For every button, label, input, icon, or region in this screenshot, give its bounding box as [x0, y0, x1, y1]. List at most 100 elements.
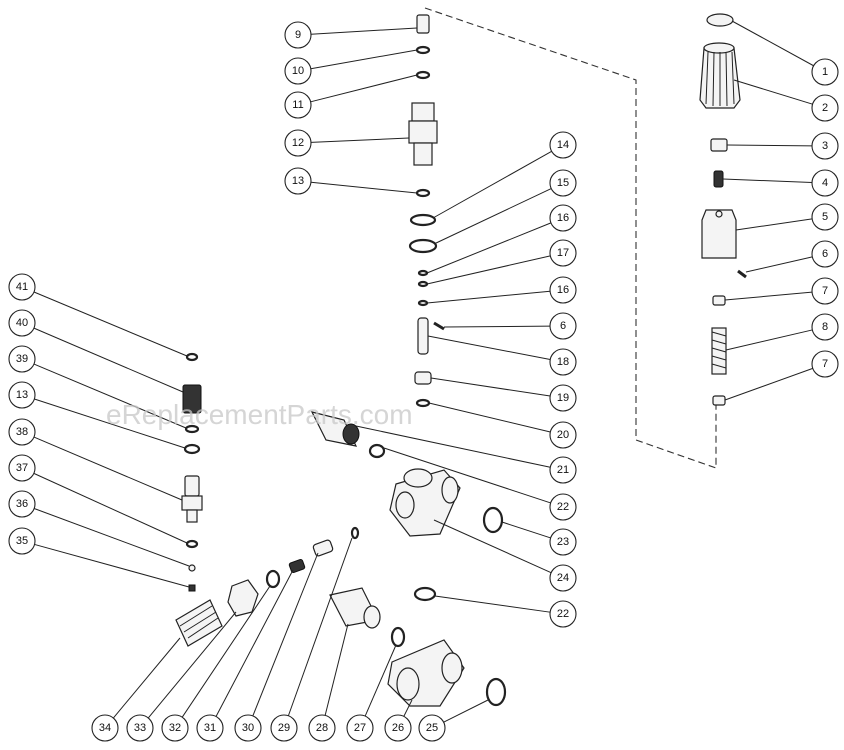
- callout-c13a[interactable]: 13: [284, 167, 312, 195]
- callout-c27[interactable]: 27: [346, 714, 374, 742]
- part-16-oring-top[interactable]: [417, 269, 429, 277]
- callout-c26[interactable]: 26: [384, 714, 412, 742]
- part-20-oring[interactable]: [415, 398, 431, 408]
- part-3-nut[interactable]: [710, 138, 728, 152]
- callout-c23[interactable]: 23: [549, 528, 577, 556]
- callout-c1[interactable]: 1: [811, 58, 839, 86]
- part-22-oring-lower[interactable]: [413, 586, 437, 602]
- part-38-nozzle[interactable]: [181, 475, 203, 523]
- part-28-fitting[interactable]: [329, 587, 381, 629]
- part-17-oring[interactable]: [417, 280, 429, 288]
- part-11-oring[interactable]: [415, 70, 431, 80]
- part-15-ring[interactable]: [408, 238, 438, 254]
- callout-c13b[interactable]: 13: [8, 381, 36, 409]
- callout-c16b[interactable]: 16: [549, 276, 577, 304]
- callout-c22a[interactable]: 22: [549, 493, 577, 521]
- leader-line-c17: [426, 255, 551, 285]
- callout-number: 3: [822, 140, 828, 152]
- callout-c14[interactable]: 14: [549, 131, 577, 159]
- part-35-plug[interactable]: [188, 584, 196, 592]
- part-19-nut[interactable]: [414, 371, 432, 385]
- part-24-tee-body[interactable]: [389, 468, 461, 537]
- part-12-valve[interactable]: [408, 102, 438, 166]
- callout-c7b[interactable]: 7: [811, 350, 839, 378]
- callout-c9[interactable]: 9: [284, 21, 312, 49]
- part-26-tee-body[interactable]: [387, 639, 465, 707]
- callout-c12[interactable]: 12: [284, 129, 312, 157]
- callout-c6b[interactable]: 6: [549, 312, 577, 340]
- callout-c18[interactable]: 18: [549, 348, 577, 376]
- callout-circle: [811, 277, 839, 305]
- part-4-spring[interactable]: [713, 170, 724, 188]
- callout-c35[interactable]: 35: [8, 527, 36, 555]
- part-27-oring[interactable]: [390, 626, 406, 648]
- part-16-oring-bottom[interactable]: [417, 299, 429, 307]
- callout-c8[interactable]: 8: [811, 313, 839, 341]
- part-6-pin[interactable]: [737, 269, 747, 279]
- callout-c10[interactable]: 10: [284, 57, 312, 85]
- callout-c24[interactable]: 24: [549, 564, 577, 592]
- callout-circle: [8, 418, 36, 446]
- part-1-cap[interactable]: [706, 13, 734, 27]
- callout-c19[interactable]: 19: [549, 384, 577, 412]
- part-18-stem[interactable]: [417, 317, 429, 355]
- callout-c32[interactable]: 32: [161, 714, 189, 742]
- callout-c7a[interactable]: 7: [811, 277, 839, 305]
- callout-c20[interactable]: 20: [549, 421, 577, 449]
- leader-line-c20: [428, 402, 551, 433]
- part-36-ball[interactable]: [188, 564, 196, 572]
- part-9-plug[interactable]: [416, 14, 430, 34]
- callout-c21[interactable]: 21: [549, 456, 577, 484]
- part-37-oring[interactable]: [185, 539, 199, 549]
- part-7-washer-bottom[interactable]: [712, 395, 726, 406]
- callout-c31[interactable]: 31: [196, 714, 224, 742]
- callout-c29[interactable]: 29: [270, 714, 298, 742]
- part-13-oring[interactable]: [415, 188, 431, 198]
- callout-c6a[interactable]: 6: [811, 240, 839, 268]
- part-25-ring[interactable]: [485, 677, 507, 707]
- callout-c39[interactable]: 39: [8, 345, 36, 373]
- callout-c2[interactable]: 2: [811, 94, 839, 122]
- callout-c4[interactable]: 4: [811, 169, 839, 197]
- callout-c34[interactable]: 34: [91, 714, 119, 742]
- callout-c41[interactable]: 41: [8, 273, 36, 301]
- part-31-spring[interactable]: [288, 558, 306, 574]
- part-6-pin-center[interactable]: [433, 321, 445, 331]
- callout-number: 16: [557, 284, 569, 296]
- callout-c22b[interactable]: 22: [549, 600, 577, 628]
- callout-c30[interactable]: 30: [234, 714, 262, 742]
- part-2-knob[interactable]: [699, 42, 741, 109]
- callout-c40[interactable]: 40: [8, 309, 36, 337]
- part-34-nipple[interactable]: [175, 599, 223, 647]
- callout-c25[interactable]: 25: [418, 714, 446, 742]
- callout-c15[interactable]: 15: [549, 169, 577, 197]
- callout-c17[interactable]: 17: [549, 239, 577, 267]
- callout-c38[interactable]: 38: [8, 418, 36, 446]
- callout-c36[interactable]: 36: [8, 490, 36, 518]
- part-33-nut[interactable]: [227, 579, 259, 617]
- callout-c28[interactable]: 28: [308, 714, 336, 742]
- part-21-fitting[interactable]: [310, 411, 360, 447]
- callout-c3[interactable]: 3: [811, 132, 839, 160]
- part-13-oring-left[interactable]: [183, 443, 201, 455]
- callout-c37[interactable]: 37: [8, 454, 36, 482]
- leader-line-c32: [181, 585, 271, 718]
- leader-line-c7a: [724, 291, 813, 301]
- part-22-oring-upper[interactable]: [368, 443, 386, 459]
- callout-c16a[interactable]: 16: [549, 204, 577, 232]
- part-32-oring[interactable]: [265, 569, 281, 589]
- callout-c5[interactable]: 5: [811, 203, 839, 231]
- part-14-ring[interactable]: [409, 213, 437, 227]
- part-7-washer-top[interactable]: [712, 295, 726, 306]
- part-41-oring[interactable]: [185, 352, 199, 362]
- part-8-spring[interactable]: [711, 327, 727, 375]
- callout-c33[interactable]: 33: [126, 714, 154, 742]
- part-29-oring[interactable]: [350, 526, 360, 540]
- part-40-cap[interactable]: [182, 384, 202, 414]
- callout-c11[interactable]: 11: [284, 91, 312, 119]
- part-30-check[interactable]: [312, 539, 334, 557]
- part-10-oring[interactable]: [415, 45, 431, 55]
- part-5-housing[interactable]: [701, 209, 737, 259]
- part-23-ring[interactable]: [482, 506, 504, 534]
- part-39-oring[interactable]: [184, 424, 200, 434]
